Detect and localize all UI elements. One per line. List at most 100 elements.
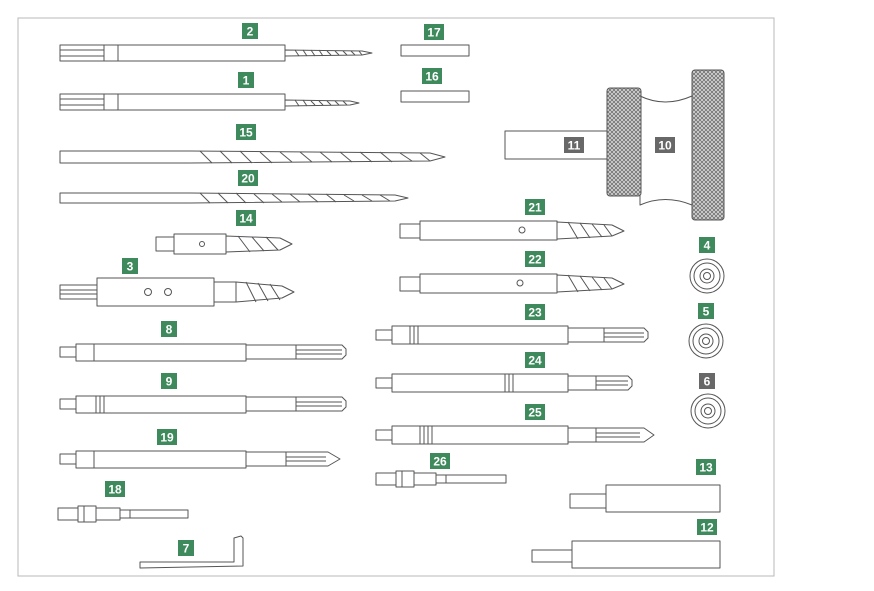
label-box bbox=[699, 237, 715, 253]
label-box bbox=[236, 210, 256, 226]
label-box bbox=[424, 24, 444, 40]
label-24: 24 bbox=[525, 352, 545, 368]
label-number: 8 bbox=[166, 323, 173, 337]
label-number: 9 bbox=[166, 375, 173, 389]
label-22: 22 bbox=[525, 251, 545, 267]
tool-7-hex-key bbox=[140, 536, 243, 568]
tool-14-step-bit bbox=[156, 234, 292, 254]
label-number: 18 bbox=[108, 483, 122, 497]
label-box bbox=[161, 373, 177, 389]
tool-24-punch bbox=[376, 374, 632, 392]
label-7: 7 bbox=[178, 540, 194, 556]
tool-8-punch bbox=[60, 344, 346, 361]
label-number: 5 bbox=[703, 305, 710, 319]
tool-12-guide bbox=[532, 541, 720, 568]
label-15: 15 bbox=[236, 124, 256, 140]
label-box bbox=[122, 258, 138, 274]
label-26: 26 bbox=[430, 453, 450, 469]
tool-4-socket bbox=[690, 259, 724, 293]
label-number: 25 bbox=[528, 406, 542, 420]
label-box bbox=[238, 72, 254, 88]
label-number: 16 bbox=[425, 70, 439, 84]
tool-9-punch bbox=[60, 396, 346, 413]
label-10: 10 bbox=[655, 137, 675, 153]
tool-18-bit-holder bbox=[58, 506, 188, 522]
label-number: 21 bbox=[528, 201, 542, 215]
label-box bbox=[525, 199, 545, 215]
label-number: 13 bbox=[699, 461, 713, 475]
tool-3-extractor bbox=[60, 278, 294, 306]
tool-6-socket bbox=[691, 394, 725, 428]
label-number: 7 bbox=[183, 542, 190, 556]
tool-25-pointed-punch bbox=[376, 426, 654, 444]
label-5: 5 bbox=[698, 303, 714, 319]
diagram-frame bbox=[17, 17, 775, 577]
label-box bbox=[699, 373, 715, 389]
label-box bbox=[564, 137, 584, 153]
label-box bbox=[157, 429, 177, 445]
tool-20-long-drill bbox=[60, 193, 408, 203]
label-number: 17 bbox=[427, 26, 441, 40]
label-17: 17 bbox=[424, 24, 444, 40]
label-9: 9 bbox=[161, 373, 177, 389]
tool-10-11-knurled-handle bbox=[505, 70, 724, 220]
label-box bbox=[525, 404, 545, 420]
label-number: 10 bbox=[658, 139, 672, 153]
label-number: 14 bbox=[239, 212, 253, 226]
label-18: 18 bbox=[105, 481, 125, 497]
label-6: 6 bbox=[699, 373, 715, 389]
label-box bbox=[696, 459, 716, 475]
tool-21-extractor bbox=[400, 221, 624, 240]
tool-26-bit-holder bbox=[376, 471, 506, 487]
label-number: 22 bbox=[528, 253, 542, 267]
label-box bbox=[525, 251, 545, 267]
label-4: 4 bbox=[699, 237, 715, 253]
tool-17-pin bbox=[400, 44, 470, 57]
tool-22-extractor bbox=[400, 274, 624, 293]
label-25: 25 bbox=[525, 404, 545, 420]
tool-19-pointed-punch bbox=[60, 451, 340, 468]
label-box bbox=[238, 170, 258, 186]
tool-2-drill-holder bbox=[60, 45, 372, 61]
tool-23-punch bbox=[376, 326, 648, 344]
label-12: 12 bbox=[697, 519, 717, 535]
label-box bbox=[161, 321, 177, 337]
tool-16-pin bbox=[400, 90, 470, 103]
label-box bbox=[525, 304, 545, 320]
label-box bbox=[525, 352, 545, 368]
label-1: 1 bbox=[238, 72, 254, 88]
label-box bbox=[236, 124, 256, 140]
label-14: 14 bbox=[236, 210, 256, 226]
label-23: 23 bbox=[525, 304, 545, 320]
label-number: 3 bbox=[127, 260, 134, 274]
label-11: 11 bbox=[564, 137, 584, 153]
label-number: 12 bbox=[700, 521, 714, 535]
label-number: 20 bbox=[241, 172, 255, 186]
label-19: 19 bbox=[157, 429, 177, 445]
label-number: 1 bbox=[243, 74, 250, 88]
label-box bbox=[655, 137, 675, 153]
label-2: 2 bbox=[242, 23, 258, 39]
tool-1-drill-holder bbox=[60, 94, 359, 110]
label-box bbox=[178, 540, 194, 556]
label-number: 2 bbox=[247, 25, 254, 39]
label-number: 23 bbox=[528, 306, 542, 320]
number-labels: 2115201438919187171621222324252610114561… bbox=[105, 23, 717, 556]
label-box bbox=[698, 303, 714, 319]
label-number: 24 bbox=[528, 354, 542, 368]
label-box bbox=[697, 519, 717, 535]
label-box bbox=[242, 23, 258, 39]
label-13: 13 bbox=[696, 459, 716, 475]
tool-5-socket bbox=[689, 324, 723, 358]
label-number: 11 bbox=[568, 139, 581, 153]
label-20: 20 bbox=[238, 170, 258, 186]
label-number: 4 bbox=[704, 239, 711, 253]
tool-15-long-drill bbox=[60, 151, 445, 163]
label-box bbox=[430, 453, 450, 469]
label-number: 15 bbox=[239, 126, 253, 140]
label-box bbox=[105, 481, 125, 497]
label-16: 16 bbox=[422, 68, 442, 84]
label-21: 21 bbox=[525, 199, 545, 215]
label-8: 8 bbox=[161, 321, 177, 337]
